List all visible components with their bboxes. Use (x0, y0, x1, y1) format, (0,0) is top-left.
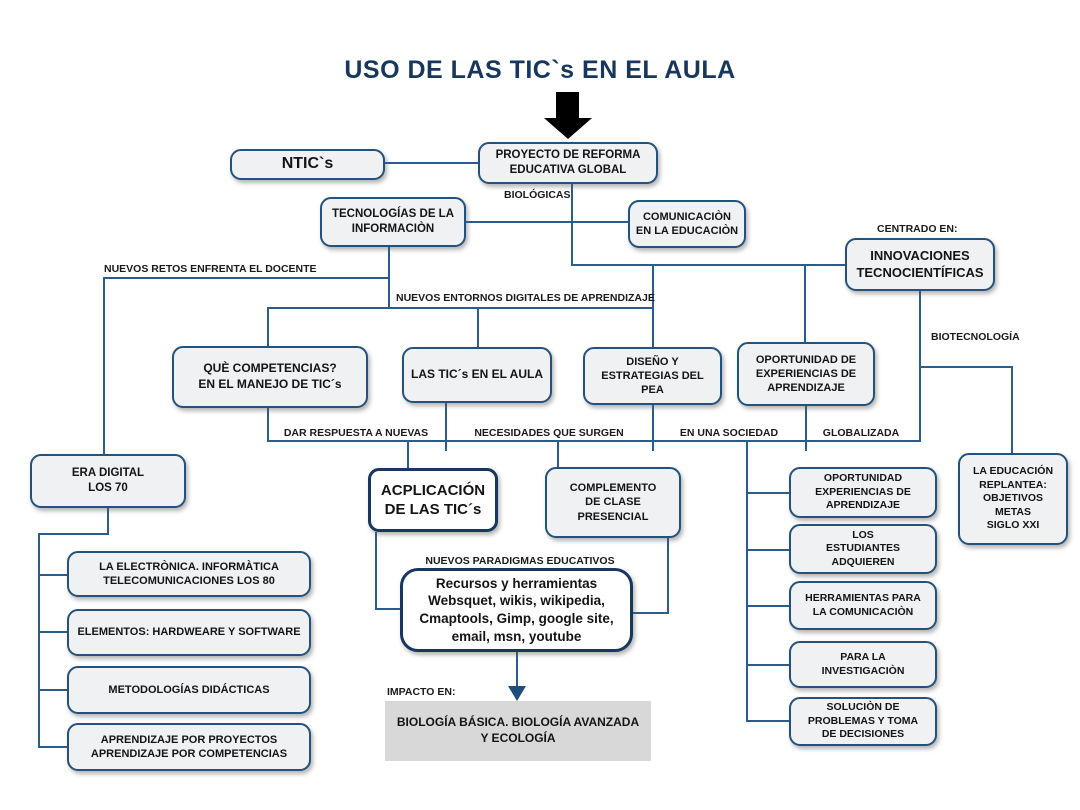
node-ntics: NTIC`s (230, 149, 385, 180)
title-down-arrowhead-icon (544, 118, 592, 139)
node-metodologias-didacticas: METODOLOGÍAS DIDÁCTICAS (67, 666, 311, 714)
connector-line (746, 605, 790, 607)
connector-line (746, 549, 790, 551)
connector-line (267, 307, 653, 309)
edge-label-necesidades: NECESIDADES QUE SURGEN (474, 427, 624, 439)
connector-line (805, 404, 807, 451)
connector-line (746, 720, 790, 722)
node-biologia-impacto: BIOLOGÍA BÁSICA. BIOLOGÍA AVANZADA Y ECO… (385, 701, 651, 761)
connector-line (746, 492, 790, 494)
connector-line (631, 612, 669, 614)
connector-line (38, 574, 69, 576)
connector-line (375, 532, 377, 610)
node-que-competencias: QUÈ COMPETENCIAS? EN EL MANEJO DE TIC´s (172, 346, 368, 408)
connector-line (652, 403, 654, 451)
node-elementos-hardware-software: ELEMENTOS: HARDWEARE Y SOFTWARE (67, 609, 311, 656)
edge-label-globalizada: GLOBALIZADA (822, 427, 900, 439)
connector-line (571, 183, 573, 265)
connector-line (919, 366, 1013, 368)
connector-line (38, 533, 40, 748)
edge-label-centrado-en: CENTRADO EN: (877, 223, 958, 235)
connector-line (385, 162, 478, 164)
connector-line (375, 608, 402, 610)
edge-label-impacto-en: IMPACTO EN: (387, 686, 456, 698)
edge-label-nuevos-retos: NUEVOS RETOS ENFRENTA EL DOCENTE (104, 263, 317, 275)
connector-line (267, 440, 920, 442)
node-proyecto-reforma: PROYECTO DE REFORMA EDUCATIVA GLOBAL (478, 142, 658, 184)
node-era-digital: ERA DIGITAL LOS 70 (30, 454, 186, 508)
connector-line (103, 277, 105, 455)
connector-line (107, 508, 109, 535)
node-oportunidad-right: OPORTUNIDAD EXPERIENCIAS DE APRENDIZAJE (789, 467, 937, 518)
title-down-arrow-icon (556, 92, 579, 119)
node-solucion-problemas: SOLUCIÒN DE PROBLEMAS Y TOMA DE DECISION… (789, 697, 937, 746)
node-innovaciones-tecnocientificas: INNOVACIONES TECNOCIENTÍFICAS (845, 238, 995, 291)
node-oportunidad-experiencias: OPORTUNIDAD DE EXPERIENCIAS DE APRENDIZA… (737, 342, 875, 406)
connector-line (652, 264, 654, 347)
node-acplicacion-tics: ACPLICACIÓN DE LAS TIC´s (368, 468, 498, 532)
node-herramientas-comunicacion: HERRAMIENTAS PARA LA COMUNICACIÒN (789, 581, 937, 630)
node-las-tics-en-el-aula: LAS TIC´s EN EL AULA (402, 347, 552, 403)
node-complemento-clase: COMPLEMENTO DE CLASE PRESENCIAL (545, 467, 681, 538)
node-recursos-herramientas: Recursos y herramientas Websquet, wikis,… (400, 568, 633, 652)
connector-line (267, 307, 269, 347)
impact-down-arrowhead-icon (508, 686, 526, 701)
connector-line (516, 652, 518, 688)
edge-label-dar-respuesta: DAR RESPUESTA A NUEVAS (283, 427, 429, 439)
connector-line (557, 440, 559, 468)
connector-line (477, 307, 479, 348)
node-educacion-replantea: LA EDUCACIÓN REPLANTEA: OBJETIVOS METAS … (958, 453, 1068, 545)
node-diseno-estrategias-pea: DISEÑO Y ESTRATEGIAS DEL PEA (583, 347, 722, 405)
connector-line (38, 746, 69, 748)
edge-label-nuevos-paradigmas: NUEVOS PARADIGMAS EDUCATIVOS (425, 555, 615, 567)
node-comunicacion-educacion: COMUNICACIÒN EN LA EDUCACIÒN (628, 200, 746, 248)
connector-line (38, 689, 69, 691)
connector-line (465, 221, 628, 223)
node-estudiantes-adquieren: LOS ESTUDIANTES ADQUIEREN (789, 524, 937, 574)
connector-line (388, 246, 390, 309)
page-title: USO DE LAS TIC`s EN EL AULA (344, 56, 736, 84)
edge-label-biologicas: BIOLÓGICAS (504, 189, 571, 201)
node-tecnologias-informacion: TECNOLOGÍAS DE LA INFORMACIÒN (320, 197, 466, 247)
connector-line (667, 537, 669, 614)
connector-line (103, 277, 389, 279)
connector-line (38, 533, 109, 535)
connector-line (445, 401, 447, 451)
node-aprendizaje-proyectos: APRENDIZAJE POR PROYECTOS APRENDIZAJE PO… (67, 723, 311, 771)
connector-line (267, 402, 269, 442)
edge-label-en-una-sociedad: EN UNA SOCIEDAD (679, 427, 779, 439)
edge-label-biotecnologia: BIOTECNOLOGÍA (931, 331, 1020, 343)
connector-line (1011, 366, 1013, 455)
connector-line (746, 440, 748, 722)
connector-line (571, 264, 847, 266)
edge-label-nuevos-entornos: NUEVOS ENTORNOS DIGITALES DE APRENDIZAJE (396, 292, 655, 304)
connector-line (746, 664, 790, 666)
node-electronica-informatica: LA ELECTRÒNICA. INFORMÀTICA TELECOMUNICA… (67, 551, 311, 597)
connector-line (407, 440, 409, 470)
node-para-investigacion: PARA LA INVESTIGACIÒN (789, 641, 937, 688)
connector-line (38, 631, 69, 633)
connector-line (804, 264, 806, 343)
